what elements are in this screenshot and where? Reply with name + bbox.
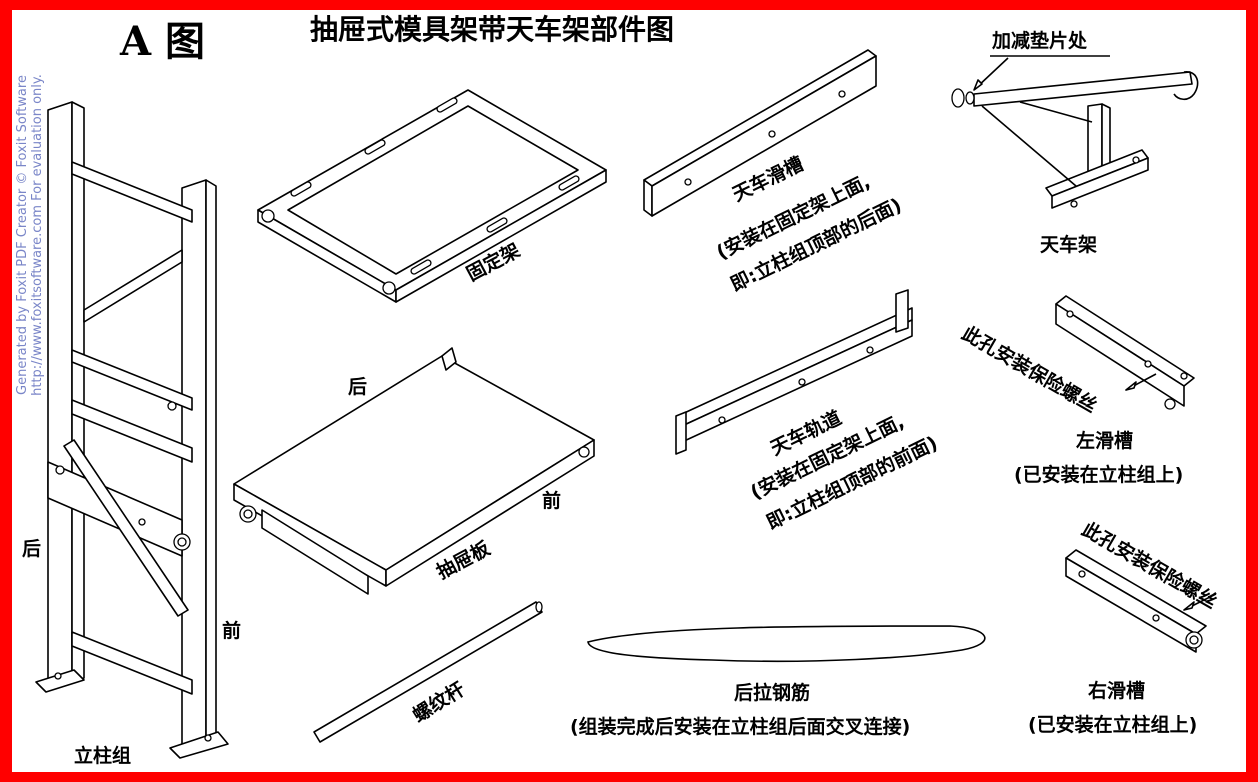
right-slide-note-label: (已安装在立柱组上) [1028, 714, 1198, 736]
right-slide-illustration [1065, 549, 1217, 653]
shim-note-label: 加减垫片处 [992, 30, 1088, 52]
crane-frame-illustration [951, 55, 1199, 209]
right-slide-label: 右滑槽 [1088, 680, 1146, 702]
figure-label: A 图 [120, 18, 205, 65]
drawer-back-label: 后 [348, 376, 368, 398]
page-title: 抽屉式模具架带天车架部件图 [310, 13, 675, 46]
fixed-frame-illustration [257, 89, 607, 303]
diagram-sheet: Generated by Foxit PDF Creator © Foxit S… [12, 10, 1246, 772]
crane-slide-illustration [643, 49, 877, 217]
drawer-front-label: 前 [542, 490, 562, 512]
column-group-illustration [35, 101, 229, 759]
rear-rebar-illustration [587, 625, 986, 663]
crane-track-illustration [675, 289, 913, 455]
rear-rebar-label: 后拉钢筋 [734, 682, 811, 704]
column-back-label: 后 [22, 538, 42, 560]
parts-drawing [35, 49, 1217, 759]
drawer-board-illustration [233, 347, 595, 595]
rear-rebar-note-label: (组装完成后安装在立柱组后面交叉连接) [570, 716, 911, 738]
left-slide-label: 左滑槽 [1076, 430, 1134, 452]
left-slide-illustration [1055, 295, 1195, 410]
crane-frame-label: 天车架 [1040, 234, 1098, 256]
screw-rod-illustration [313, 601, 543, 743]
column-front-label: 前 [222, 620, 242, 642]
left-slide-note-label: (已安装在立柱组上) [1014, 464, 1184, 486]
column-group-label: 立柱组 [74, 745, 132, 767]
